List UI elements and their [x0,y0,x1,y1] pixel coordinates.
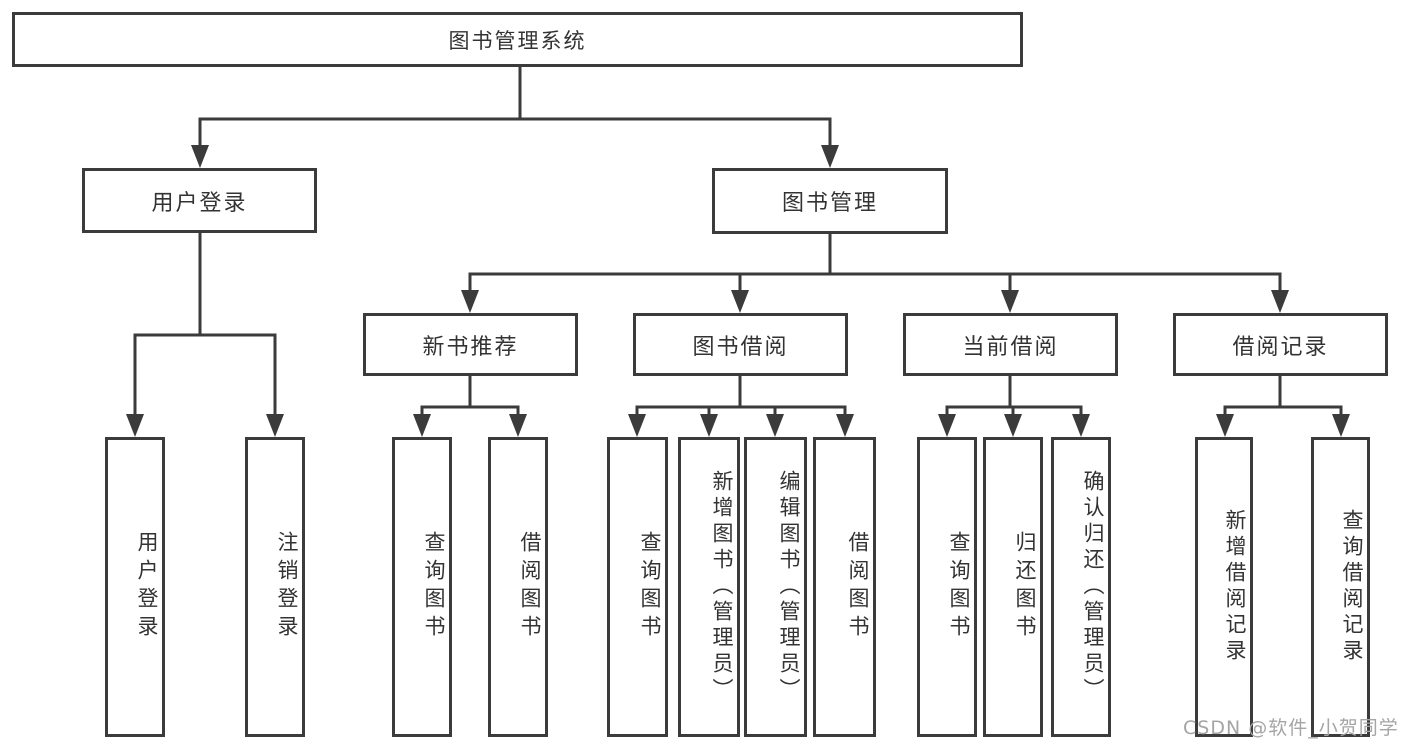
node-borrowing-records: 借阅记录 [1173,313,1388,376]
leaf-user-login: 用户登录 [105,437,165,737]
leaf-borrowing-add-books-admin: 新增图书（管理员） [678,437,740,737]
node-root-system: 图书管理系统 [12,12,1023,67]
csdn-watermark: CSDN @软件_小贺同学 [1183,717,1399,739]
leaf-borrowing-query-books: 查询图书 [607,437,668,737]
tree-edges [133,67,1343,418]
leaf-current-query-books: 查询图书 [917,437,977,737]
leaf-borrowing-borrow-books: 借阅图书 [813,437,876,737]
leaf-records-query-borrow-record: 查询借阅记录 [1311,437,1370,737]
leaf-current-confirm-return-admin: 确认归还（管理员） [1051,437,1111,737]
leaf-borrowing-edit-books-admin: 编辑图书（管理员） [744,437,807,737]
node-current-borrowing: 当前借阅 [903,313,1118,376]
leaf-records-add-borrow-record: 新增借阅记录 [1195,437,1253,737]
node-book-management: 图书管理 [712,168,948,234]
node-user-login: 用户登录 [82,168,317,233]
leaf-logout: 注销登录 [245,437,305,737]
node-book-borrowing: 图书借阅 [633,313,848,376]
node-new-book-recommendation: 新书推荐 [363,313,578,376]
arrowheads [126,145,1350,437]
leaf-recommend-query-books: 查询图书 [392,437,452,737]
leaf-recommend-borrow-books: 借阅图书 [488,437,548,737]
leaf-current-return-books: 归还图书 [983,437,1043,737]
